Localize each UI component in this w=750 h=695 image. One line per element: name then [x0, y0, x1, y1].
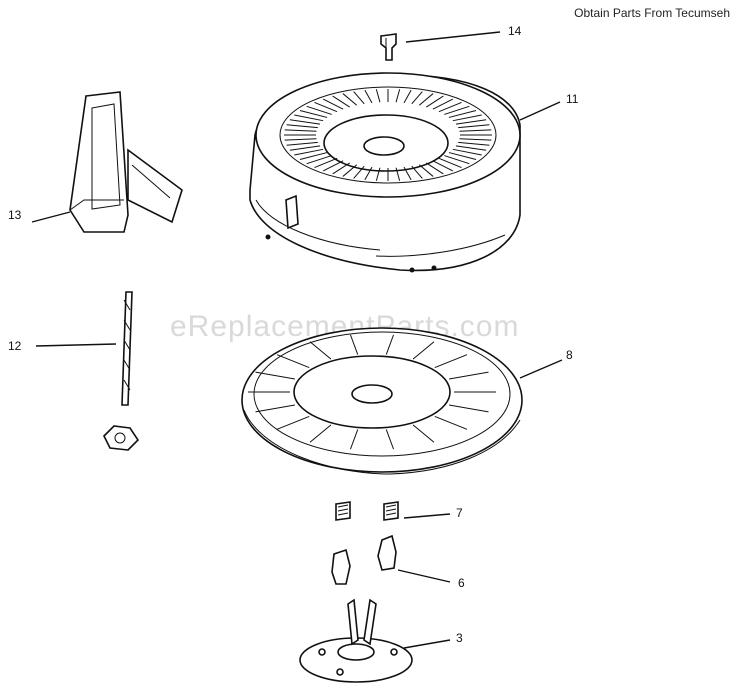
fin-line	[385, 334, 395, 355]
fin-line	[459, 138, 492, 141]
fin-line	[342, 164, 358, 177]
callout-11: 11	[566, 92, 579, 106]
fin-line	[418, 164, 434, 177]
callout-13: 13	[8, 208, 22, 222]
callout-7: 7	[456, 506, 463, 520]
fin-line	[455, 119, 487, 125]
source-note: Obtain Parts From Tecumseh	[574, 6, 730, 20]
fin-line	[426, 95, 444, 108]
fin-line	[385, 429, 395, 450]
fin-line	[364, 166, 373, 181]
part-8-pulley	[241, 327, 523, 475]
fin-line	[455, 145, 487, 151]
fin-line	[255, 371, 296, 380]
fin-line	[314, 102, 338, 113]
fin-line	[448, 110, 477, 118]
fin-line	[299, 110, 328, 118]
callout-8: 8	[566, 348, 573, 362]
fin-line	[432, 160, 454, 172]
part-12-rope	[103, 291, 140, 451]
fin-line	[299, 152, 328, 160]
fin-line	[412, 341, 435, 360]
callout-14: 14	[508, 24, 522, 38]
fin-line	[403, 89, 412, 104]
fin-line	[294, 114, 324, 122]
fin-line	[452, 114, 482, 122]
fin-line	[332, 162, 350, 175]
fin-line	[349, 429, 359, 450]
fin-line	[286, 141, 318, 146]
fin-line	[452, 148, 482, 156]
part-7-springs	[335, 501, 399, 521]
fin-line	[458, 124, 490, 129]
fin-line	[309, 424, 332, 443]
callout-12: 12	[8, 339, 22, 353]
fin-line	[448, 404, 489, 413]
fin-line	[434, 354, 468, 369]
callout-3: 3	[456, 631, 463, 645]
fin-line	[322, 98, 344, 110]
fin-line	[314, 157, 338, 168]
fin-line	[444, 155, 470, 165]
fin-line	[418, 93, 434, 106]
fin-line	[322, 160, 344, 172]
part-14-pin	[380, 33, 397, 61]
fin-line	[426, 162, 444, 175]
part-11-housing	[249, 72, 521, 273]
fin-line	[353, 91, 365, 105]
fin-line	[458, 141, 490, 146]
fin-line	[412, 424, 435, 443]
fin-line	[284, 138, 317, 141]
fin-line	[395, 167, 401, 181]
fin-line	[255, 404, 296, 413]
fin-line	[438, 157, 462, 168]
fin-line	[332, 95, 350, 108]
fin-line	[375, 89, 381, 103]
fin-line	[342, 93, 358, 106]
fin-line	[289, 145, 321, 151]
fin-line	[444, 105, 470, 115]
fin-line	[349, 334, 359, 355]
fin-line	[411, 91, 423, 105]
leader-lines	[31, 31, 563, 649]
part-13-handle	[69, 91, 183, 233]
fin-line	[395, 89, 401, 103]
fin-line	[364, 89, 373, 104]
fin-line	[434, 415, 468, 430]
fin-line	[309, 341, 332, 360]
fin-line	[284, 129, 317, 132]
fin-line	[403, 166, 412, 181]
fin-line	[448, 371, 489, 380]
fin-line	[306, 105, 332, 115]
part-6-dogs	[331, 534, 397, 585]
fin-line	[353, 165, 365, 179]
fin-line	[411, 165, 423, 179]
fin-line	[286, 124, 318, 129]
fin-line	[448, 152, 477, 160]
fin-line	[289, 119, 321, 125]
fin-line	[438, 102, 462, 113]
fin-line	[276, 415, 310, 430]
callout-6: 6	[458, 576, 465, 590]
fin-line	[375, 167, 381, 181]
fin-line	[306, 155, 332, 165]
fin-line	[459, 129, 492, 132]
fin-line	[294, 148, 324, 156]
fin-line	[276, 354, 310, 369]
fin-line	[432, 98, 454, 110]
part-3-retainer	[299, 598, 413, 683]
